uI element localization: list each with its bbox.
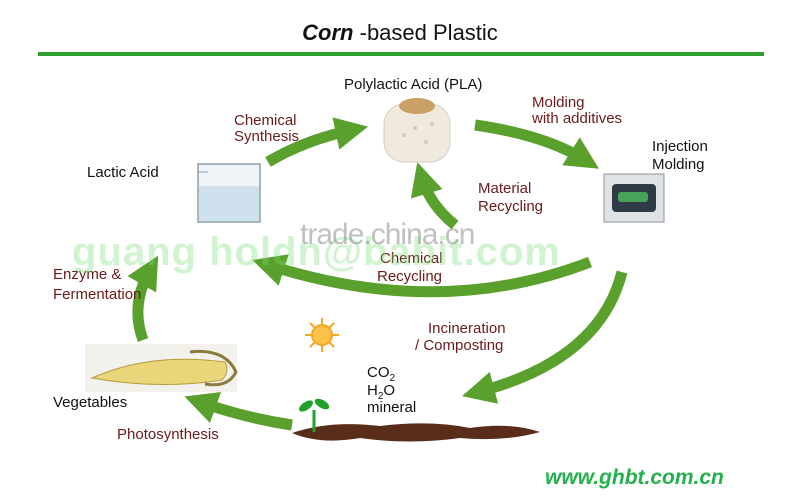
edge-incineration-2: / Composting (415, 337, 504, 354)
seedling-icon (299, 398, 330, 432)
sun-icon (305, 318, 339, 352)
edge-chemical-synthesis-1: Chemical (234, 112, 297, 129)
edge-material-recycling-1: Material (478, 180, 532, 197)
edge-incineration-1: Incineration (428, 320, 506, 337)
pla-jar-icon (383, 98, 451, 163)
soil-strip (292, 423, 540, 442)
node-injection-label-1: Injection (652, 138, 708, 155)
node-injection-label-2: Molding (652, 156, 705, 173)
edge-chemical-recycling-1: Chemical (380, 250, 443, 267)
arrow-chemical-recycling (252, 254, 592, 298)
corn-image (85, 344, 238, 392)
watermark-trade: trade.china.cn (300, 218, 475, 251)
node-pla-label: Polylactic Acid (PLA) (344, 76, 483, 93)
arrow-material-recycling (410, 162, 459, 230)
title-divider (38, 52, 764, 56)
arrow-photosynthesis (184, 391, 293, 431)
website-url[interactable]: www.ghbt.com.cn (545, 466, 724, 489)
injection-device-icon (603, 173, 665, 223)
arrow-enzyme-fermentation (127, 255, 159, 342)
page-title: Corn -based Plastic (0, 20, 800, 46)
arrow-chemical-synthesis (265, 117, 369, 167)
edge-enzyme-1: Enzyme & (53, 266, 122, 283)
h2o-label: H2O (367, 382, 396, 402)
edge-photosynthesis: Photosynthesis (117, 426, 219, 443)
title-rest: -based Plastic (359, 20, 498, 45)
co2-label: CO2 (367, 364, 396, 384)
beaker-icon (197, 163, 261, 223)
edge-material-recycling-2: Recycling (478, 198, 544, 215)
edge-chemical-recycling-2: Recycling (377, 268, 443, 285)
arrow-molding (474, 119, 599, 169)
edge-molding-1: Molding (532, 94, 585, 111)
mineral-label: mineral (367, 399, 417, 416)
node-lactic-acid-label: Lactic Acid (87, 164, 159, 181)
edge-chemical-synthesis-2: Synthesis (234, 128, 300, 145)
edge-molding-2: with additives (532, 110, 623, 127)
watermark-green: guang holdn@babit.com (72, 230, 561, 274)
node-vegetables-label: Vegetables (53, 394, 128, 411)
edge-enzyme-2: Fermentation (53, 286, 142, 303)
arrow-incineration (462, 270, 628, 404)
title-emphasis: Corn (302, 20, 354, 45)
